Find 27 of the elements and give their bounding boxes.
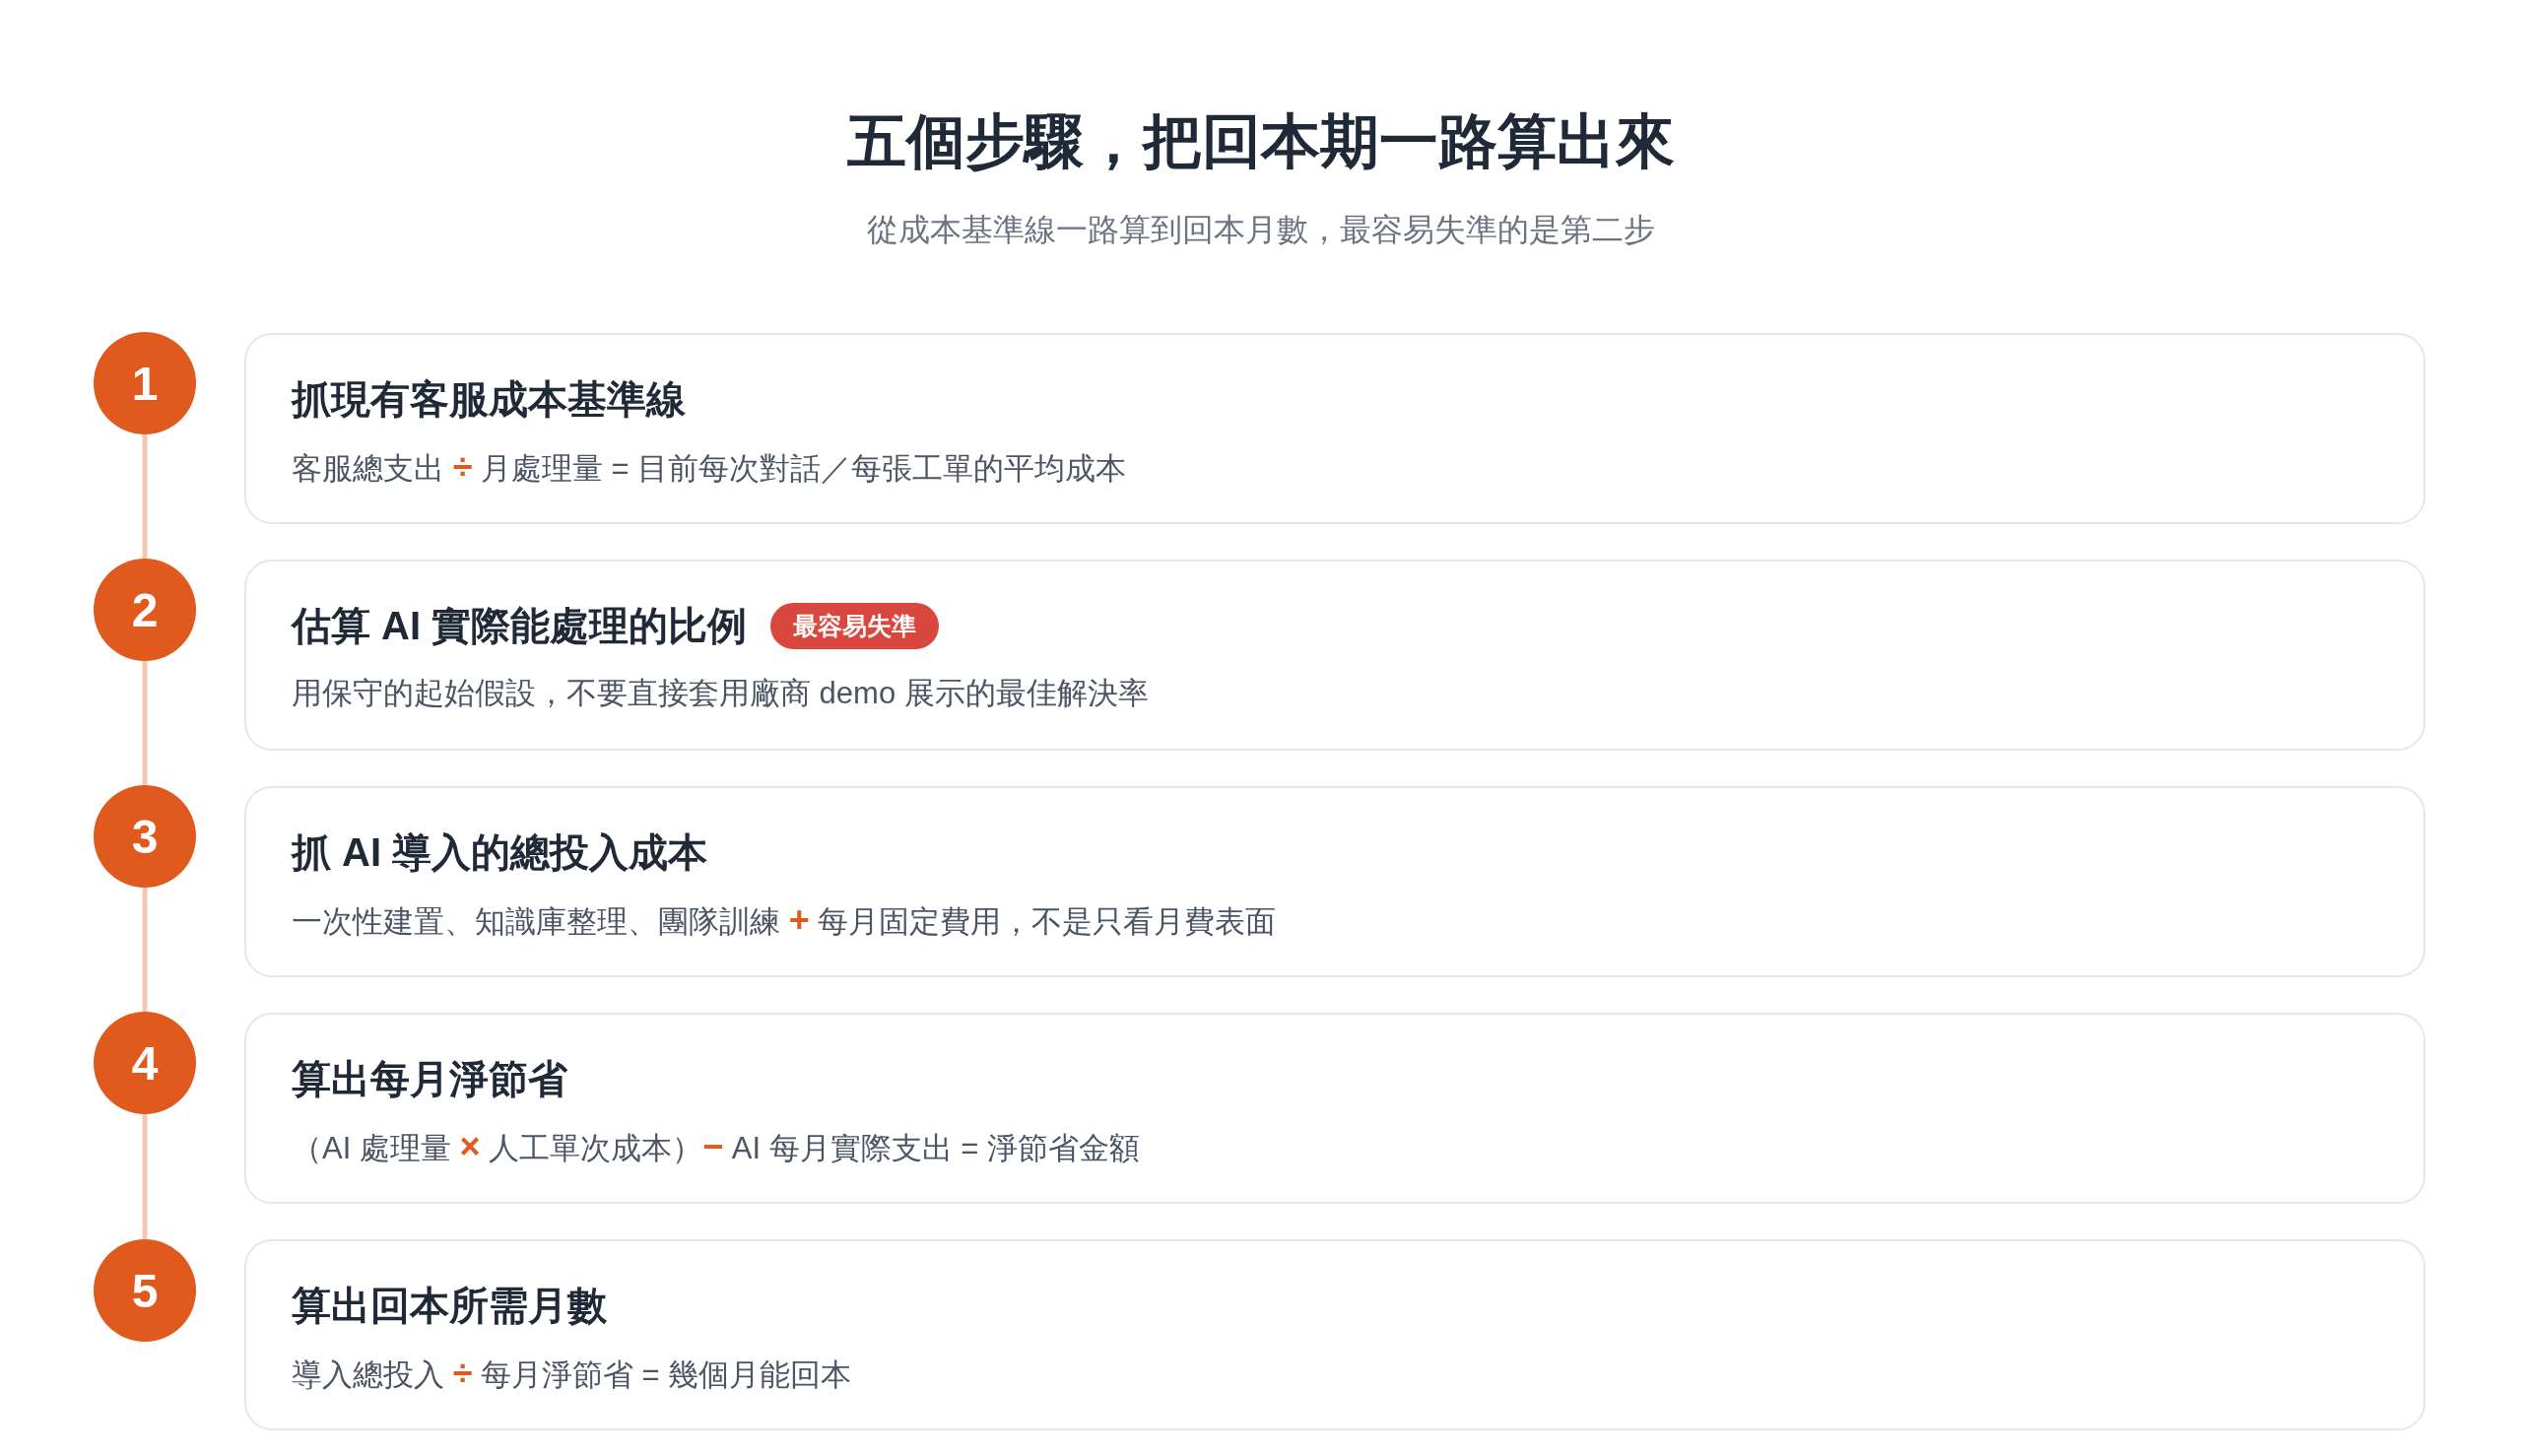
step-number-circle: 2	[94, 559, 196, 661]
page-title: 五個步驟，把回本期一路算出來	[847, 107, 1675, 176]
step-card	[244, 333, 2425, 524]
step-card	[244, 786, 2425, 977]
step-card	[244, 560, 2425, 751]
step-card	[244, 1013, 2425, 1204]
connector-line	[142, 661, 148, 785]
step-description: 客服總支出 ÷ 月處理量 = 目前每次對話／每張工單的平均成本	[292, 445, 1127, 489]
subtitle: 從成本基準線一路算到回本月數，最容易失準的是第二步	[867, 211, 1655, 249]
step-title: 抓現有客服成本基準線	[292, 376, 686, 423]
connector-line	[142, 434, 148, 559]
step-description: 用保守的起始假設，不要直接套用廠商 demo 展示的最佳解決率	[292, 675, 1149, 712]
step-description: 導入總投入 ÷ 每月淨節省 = 幾個月能回本	[292, 1352, 852, 1395]
step-number-circle: 5	[94, 1239, 196, 1342]
step-number-circle: 1	[94, 332, 196, 434]
connector-line	[142, 888, 148, 1012]
step-title: 估算 AI 實際能處理的比例	[292, 603, 748, 649]
step-title: 算出每月淨節省	[292, 1056, 567, 1102]
step-card	[244, 1239, 2425, 1430]
connector-line	[142, 1114, 148, 1239]
step-number-circle: 3	[94, 785, 196, 888]
step-description: （AI 處理量 × 人工單次成本）− AI 每月實際支出 = 淨節省金額	[292, 1125, 1141, 1168]
step-number-circle: 4	[94, 1012, 196, 1114]
highlight-badge: 最容易失準	[770, 602, 940, 649]
step-title: 算出回本所需月數	[292, 1283, 607, 1329]
step-description: 一次性建置、知識庫整理、團隊訓練 + 每月固定費用，不是只看月費表面	[292, 898, 1277, 942]
step-title: 抓 AI 導入的總投入成本	[292, 829, 708, 876]
